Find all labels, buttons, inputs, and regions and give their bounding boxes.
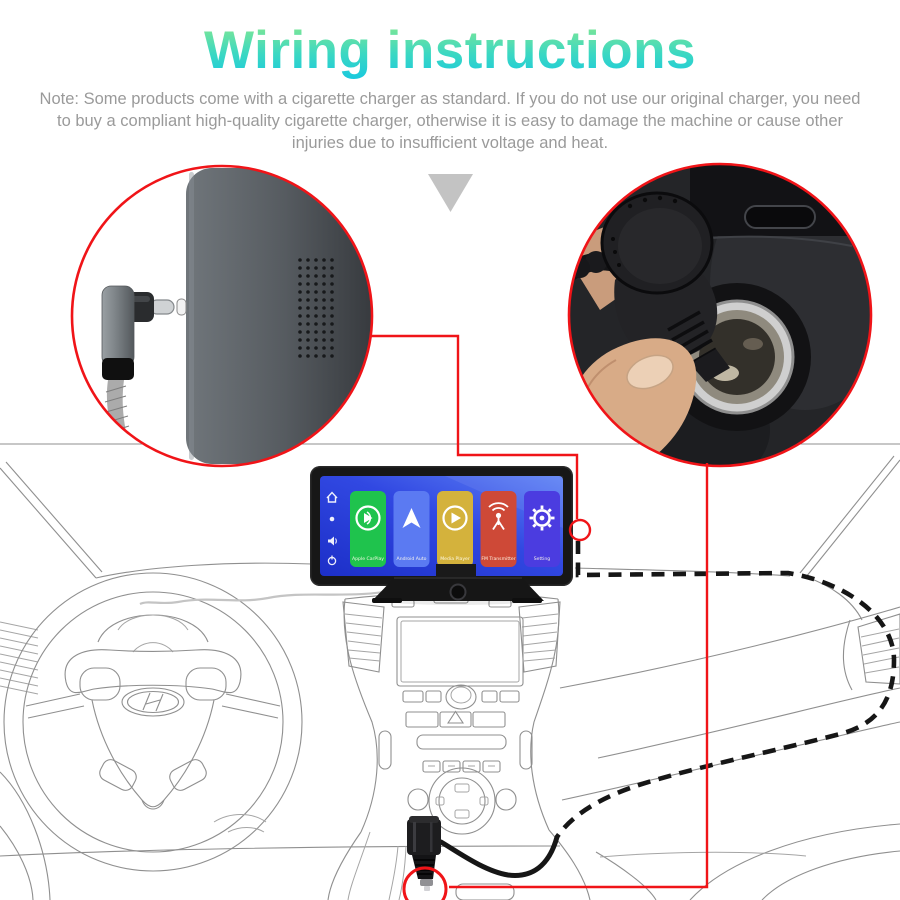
- callout-socket-connection: [567, 162, 873, 468]
- tile-fm-transmitter[interactable]: [480, 491, 517, 567]
- media-player-icon: [442, 505, 468, 531]
- carplay-icon: [355, 505, 381, 531]
- hazard-button: [446, 710, 465, 724]
- app-tiles: Apple CarPlay Android Auto Media Player …: [350, 491, 560, 567]
- callout-usb-c-connection: [70, 164, 374, 468]
- usb-c-port: [176, 298, 187, 316]
- cigarette-plug-at-socket: [407, 816, 441, 891]
- carplay-display-device: Apple CarPlay Android Auto Media Player …: [139, 466, 573, 606]
- hyundai-logo: [121, 687, 185, 717]
- leader-line-socket: [449, 463, 709, 889]
- pointer-triangle: [428, 174, 473, 212]
- speaker-grille-dots: [298, 254, 338, 358]
- power-cable-loose: [139, 587, 403, 606]
- port-marker-circle: [568, 518, 592, 542]
- screen-sidebar: [326, 491, 338, 566]
- tile-label-apple-carplay: Apple CarPlay: [352, 556, 384, 562]
- thumb-nail: [626, 354, 674, 390]
- brightness-icon[interactable]: [329, 516, 335, 522]
- tile-label-media-player: Media Player: [440, 556, 470, 562]
- tile-label-fm-transmitter: FM Transmitter: [481, 556, 515, 562]
- power-icon[interactable]: [327, 555, 337, 566]
- console-vent-left: [342, 601, 385, 673]
- settings-gear-icon: [529, 505, 555, 531]
- volume-icon[interactable]: [328, 536, 337, 546]
- console-vent-right: [518, 601, 561, 673]
- red-annotations: [371, 334, 709, 900]
- note-text: Note: Some products come with a cigarett…: [39, 90, 861, 152]
- leader-line-usb-port: [371, 334, 579, 519]
- right-air-vent: [842, 613, 900, 691]
- socket-marker-circle: [402, 866, 448, 900]
- stand-camera-lens: [449, 583, 467, 601]
- wire-to-plug-solid: [438, 834, 560, 878]
- fm-transmitter-icon: [488, 502, 509, 530]
- callout-circle-left: [70, 164, 374, 468]
- tile-label-android-auto: Android Auto: [397, 556, 427, 562]
- home-icon[interactable]: [326, 491, 338, 503]
- callout-circle-right: [567, 162, 873, 468]
- hidden-wire-route-dashed: [555, 541, 897, 839]
- climate-knob: [428, 767, 496, 835]
- device-stand: [372, 564, 544, 603]
- infotainment-screen: [396, 616, 524, 687]
- tile-android-auto[interactable]: [393, 491, 430, 567]
- steering-wheel: [3, 572, 303, 872]
- console-slot: [744, 205, 816, 229]
- display-back-panel: [186, 168, 372, 464]
- tile-label-setting: Setting: [534, 556, 551, 562]
- page-title: Wiring instructions: [0, 20, 900, 81]
- android-auto-icon: [402, 508, 421, 528]
- volume-knob: [445, 684, 477, 710]
